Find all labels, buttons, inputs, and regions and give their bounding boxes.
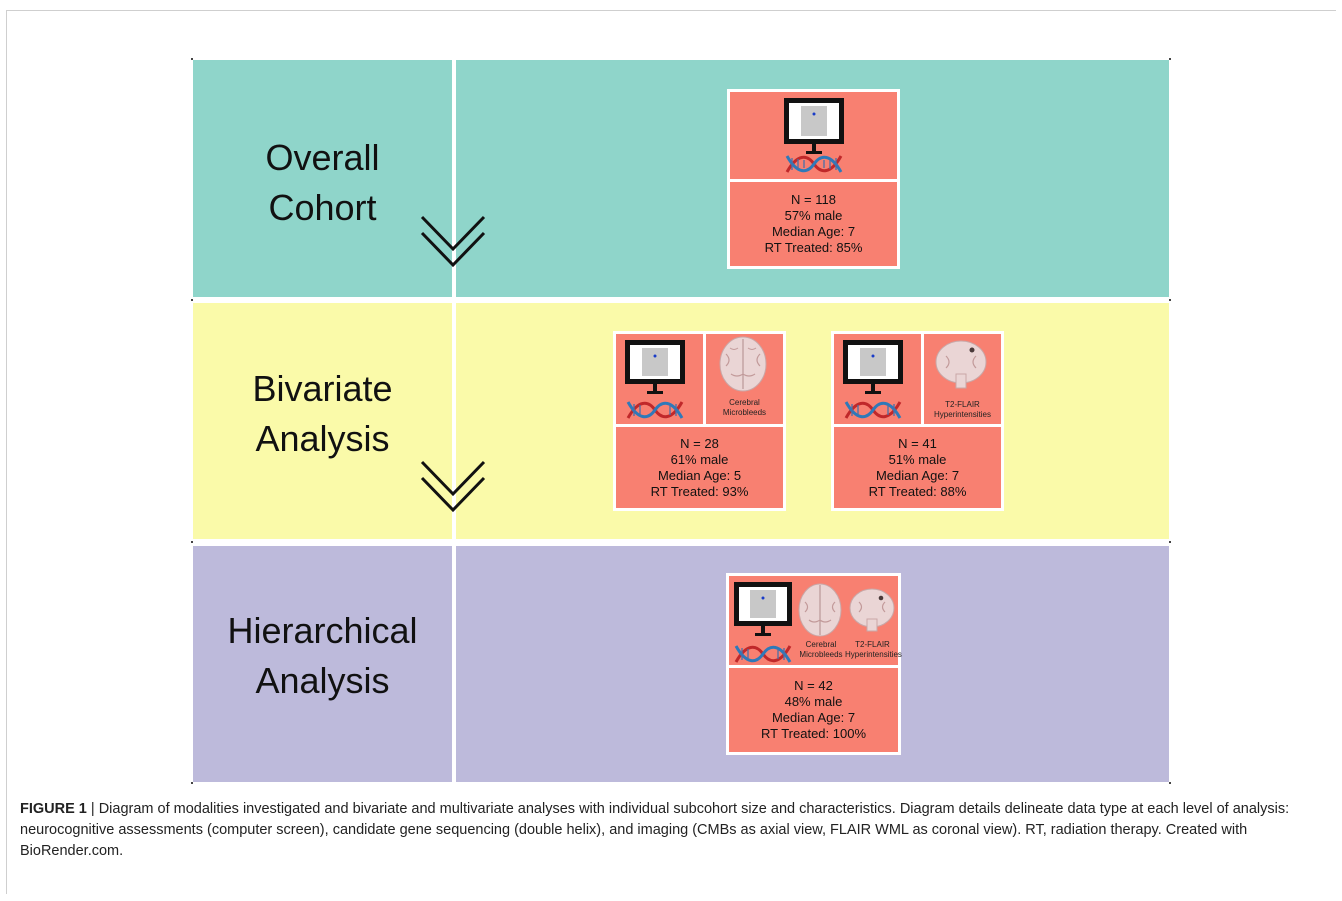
corner-mark	[1169, 58, 1171, 60]
modality-label: Cerebral Microbleeds	[797, 640, 845, 660]
modality-label-line: Cerebral	[729, 398, 760, 407]
modality-label-line: Hyperintensities	[934, 410, 991, 419]
flair-icons	[843, 340, 987, 419]
flair-bivariate-card: T2-FLAIR Hyperintensities N = 41 51% mal…	[831, 331, 1004, 511]
card-divider	[730, 179, 897, 182]
stage-label-line: Analysis	[255, 418, 390, 459]
cmb-bivariate-card: Cerebral Microbleeds N = 28 61% male Med…	[613, 331, 786, 511]
modality-label-line: Microbleeds	[722, 408, 767, 417]
modality-label: T2-FLAIR Hyperintensities	[924, 400, 1001, 420]
caption-text: Diagram of modalities investigated and b…	[20, 801, 1290, 859]
stat-male: 51% male	[888, 451, 947, 467]
hierarchical-icons	[734, 582, 895, 663]
brain-coronal-icon	[935, 340, 987, 389]
stat-age: Median Age: 5	[657, 467, 742, 483]
stat-n: N = 118	[791, 192, 836, 207]
computer-screen-icon	[625, 340, 685, 394]
modality-label-line: Hyperintensities	[845, 650, 902, 659]
stat-age: Median Age: 7	[875, 467, 960, 483]
card-stats: N = 118 57% male Median Age: 7 RT Treate…	[730, 182, 897, 266]
card-stats: N = 28 61% male Median Age: 5 RT Treated…	[616, 427, 783, 508]
corner-mark	[191, 782, 193, 784]
modality-label: Cerebral Microbleeds	[706, 398, 783, 418]
card-divider	[616, 424, 783, 427]
dna-helix-icon	[844, 401, 902, 419]
hierarchical-analysis-band	[193, 546, 1169, 782]
corner-mark	[1169, 299, 1171, 301]
stage-label-overall: Overall Cohort	[193, 133, 452, 233]
chevron-down-icon	[420, 460, 486, 513]
chevron-down-icon	[420, 215, 486, 268]
card-stats: N = 42 48% male Median Age: 7 RT Treated…	[729, 668, 898, 752]
stat-rt: RT Treated: 88%	[868, 483, 967, 499]
computer-screen-icon	[784, 98, 844, 154]
brain-axial-icon	[719, 336, 767, 392]
modality-label-line: T2-FLAIR	[945, 400, 980, 409]
stat-male: 61% male	[670, 451, 729, 467]
stat-rt: RT Treated: 100%	[760, 726, 867, 741]
card-divider	[921, 334, 924, 424]
corner-mark	[1169, 782, 1171, 784]
corner-mark	[191, 299, 193, 301]
figure-caption: FIGURE 1 | Diagram of modalities investi…	[20, 799, 1325, 862]
corner-mark	[191, 541, 193, 543]
stat-rt: RT Treated: 93%	[650, 483, 749, 499]
card-divider	[729, 665, 898, 668]
modality-label-line: Microbleeds	[799, 650, 843, 659]
stage-label-line: Bivariate	[252, 368, 393, 409]
hierarchical-card: Cerebral Microbleeds T2-FLAIR Hyperinten…	[726, 573, 902, 755]
stage-label-line: Cohort	[268, 187, 377, 228]
modality-label-line: T2-FLAIR	[855, 640, 890, 649]
brain-axial-icon	[798, 583, 842, 637]
card-stats: N = 41 51% male Median Age: 7 RT Treated…	[834, 427, 1001, 508]
computer-screen-icon	[843, 340, 903, 394]
modality-label-line: Cerebral	[805, 640, 837, 649]
overall-cohort-band	[193, 60, 1169, 297]
card-divider	[703, 334, 706, 424]
stat-age: Median Age: 7	[771, 710, 856, 725]
stage-label-line: Hierarchical	[227, 610, 418, 651]
stage-label-line: Overall	[265, 137, 380, 178]
caption-label: FIGURE 1	[20, 801, 87, 817]
corner-mark	[191, 58, 193, 60]
dna-helix-icon	[626, 401, 684, 419]
corner-mark	[1169, 541, 1171, 543]
stat-n: N = 41	[898, 435, 937, 451]
overall-cohort-card: N = 118 57% male Median Age: 7 RT Treate…	[727, 89, 900, 269]
stat-male: 57% male	[784, 208, 843, 223]
computer-screen-icon	[734, 582, 792, 636]
stat-age: Median Age: 7	[771, 224, 856, 239]
stat-n: N = 42	[794, 678, 833, 693]
overall-icons	[784, 98, 844, 173]
stat-male: 48% male	[784, 694, 843, 709]
stat-rt: RT Treated: 85%	[764, 240, 863, 255]
stat-n: N = 28	[680, 435, 719, 451]
brain-coronal-icon	[849, 588, 895, 632]
caption-separator: |	[86, 801, 99, 817]
card-divider	[834, 424, 1001, 427]
cmb-icons	[625, 336, 767, 419]
dna-helix-icon	[785, 155, 843, 173]
stage-label-hierarchical: Hierarchical Analysis	[193, 606, 452, 706]
stage-label-bivariate: Bivariate Analysis	[193, 364, 452, 464]
modality-label: T2-FLAIR Hyperintensities	[845, 640, 902, 660]
dna-helix-icon	[734, 645, 792, 663]
column-divider	[452, 60, 456, 782]
stage-label-line: Analysis	[255, 660, 390, 701]
figure-frame	[6, 10, 1336, 894]
